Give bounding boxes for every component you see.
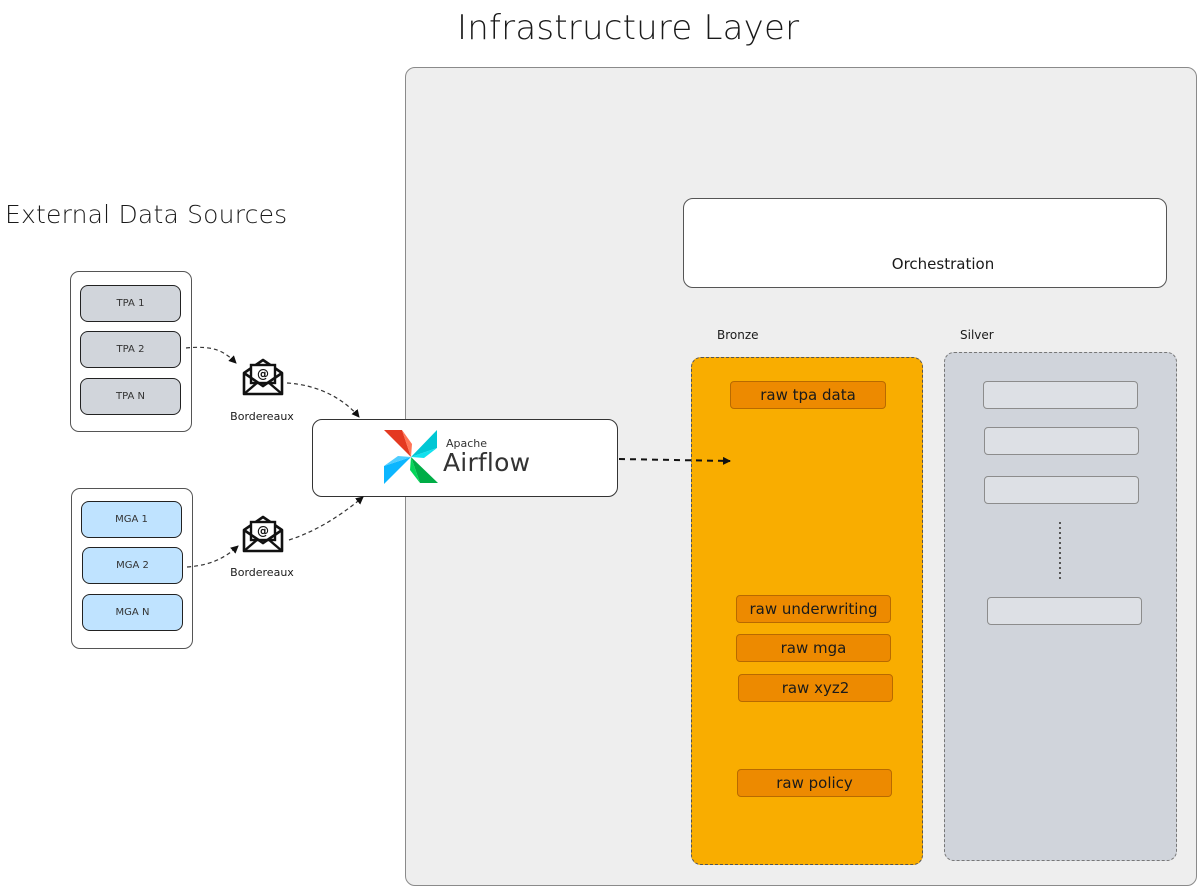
source-tpa-2[interactable]: TPA 2 (80, 331, 181, 368)
infrastructure-title: Infrastructure Layer (457, 8, 800, 48)
orchestration-box[interactable] (683, 198, 1167, 288)
bordereaux-caption-bottom: Bordereaux (230, 566, 294, 579)
bronze-item-raw-mga[interactable]: raw mga (736, 634, 891, 662)
source-mga-2[interactable]: MGA 2 (82, 547, 183, 584)
bronze-item-raw-underwriting[interactable]: raw underwriting (736, 595, 891, 623)
external-sources-title: External Data Sources (5, 200, 288, 229)
orchestration-label: Orchestration (891, 255, 995, 273)
airflow-name-label: Airflow (443, 448, 531, 477)
svg-text:@: @ (257, 367, 269, 381)
bordereaux-caption-top: Bordereaux (230, 410, 294, 423)
airflow-apache-label: Apache (446, 437, 488, 450)
silver-item[interactable] (984, 476, 1139, 504)
silver-label: Silver (960, 328, 994, 342)
source-tpa-n[interactable]: TPA N (80, 378, 181, 415)
email-icon: @ (242, 358, 284, 396)
source-tpa-1[interactable]: TPA 1 (80, 285, 181, 322)
bronze-item-raw-policy[interactable]: raw policy (737, 769, 892, 797)
svg-text:@: @ (257, 524, 269, 538)
arrow-email-to-airflow-bottom (288, 496, 364, 541)
bronze-item-raw-xyz2[interactable]: raw xyz2 (738, 674, 893, 702)
airflow-box[interactable] (312, 419, 618, 497)
arrow-mga-to-email (186, 545, 239, 568)
silver-item[interactable] (983, 381, 1138, 409)
source-mga-n[interactable]: MGA N (82, 594, 183, 631)
email-icon: @ (242, 515, 284, 553)
airflow-pinwheel-icon (384, 430, 438, 484)
arrow-tpa-to-email (185, 346, 237, 364)
source-mga-1[interactable]: MGA 1 (81, 501, 182, 538)
bronze-item-raw-tpa-data[interactable]: raw tpa data (730, 381, 886, 409)
bronze-label: Bronze (717, 328, 759, 342)
silver-item[interactable] (984, 427, 1139, 455)
silver-item[interactable] (987, 597, 1142, 625)
